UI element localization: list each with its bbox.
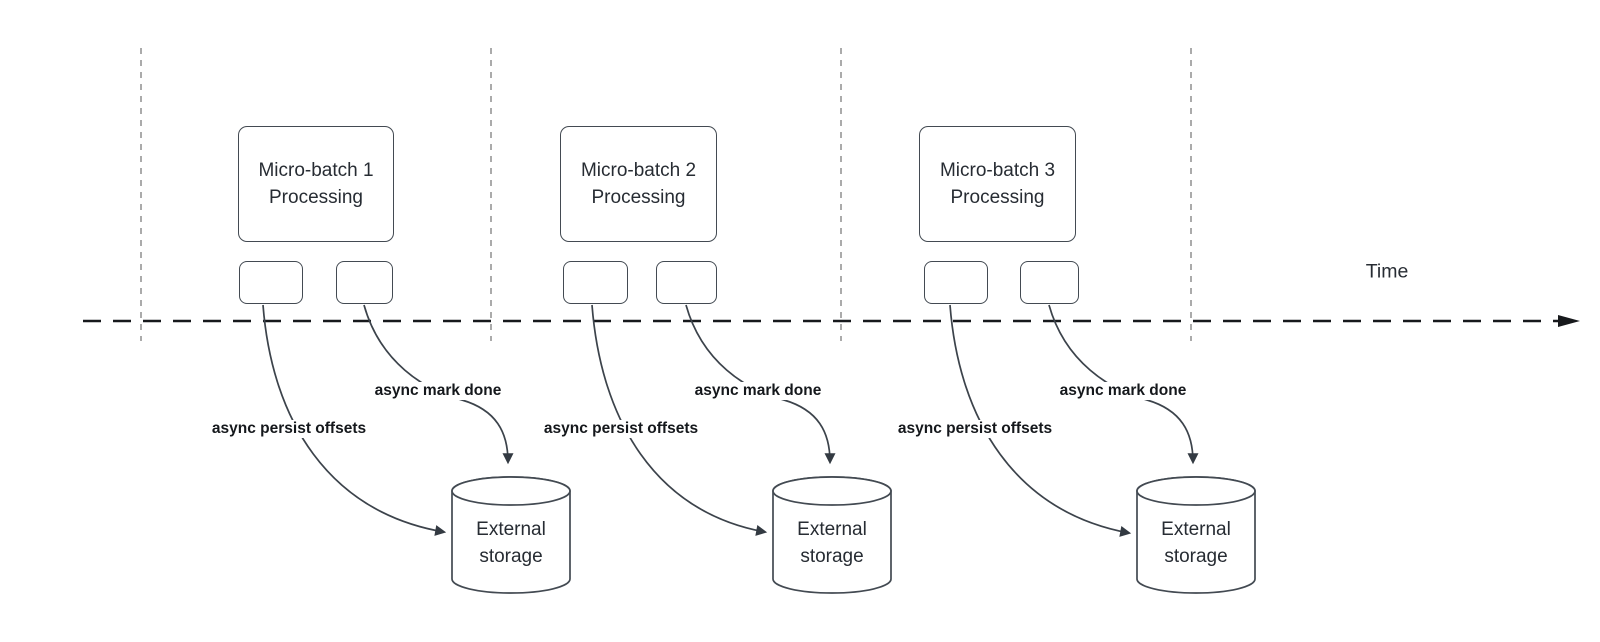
mark-done-label-2: async mark done <box>691 382 825 400</box>
external-storage-cylinder-2 <box>772 476 892 594</box>
offset-commit-box-3 <box>924 261 988 304</box>
micro-batch-3-processing-label: Micro-batch 3 Processing <box>939 160 1056 208</box>
external-storage-label-1: External storage <box>476 519 546 567</box>
external-storage-cylinder-3 <box>1136 476 1256 594</box>
mark-done-box-2 <box>656 261 717 304</box>
external-storage-label-2: External storage <box>797 519 867 567</box>
persist-offsets-arrow-2 <box>591 304 768 536</box>
timeline-arrowhead-icon <box>1558 315 1580 327</box>
mark-done-label-3: async mark done <box>1056 382 1190 400</box>
persist-offsets-arrow-1 <box>262 304 447 536</box>
micro-batch-2-processing-label: Micro-batch 2 Processing <box>580 160 697 208</box>
micro-batch-3-processing-box: Micro-batch 3 Processing <box>919 126 1076 242</box>
mark-done-box-3 <box>1020 261 1079 304</box>
micro-batch-2-processing-box: Micro-batch 2 Processing <box>560 126 717 242</box>
mark-done-label-1: async mark done <box>371 382 505 400</box>
micro-batch-1-processing-box: Micro-batch 1 Processing <box>238 126 394 242</box>
persist-offsets-label-2: async persist offsets <box>540 420 702 438</box>
offset-commit-box-1 <box>239 261 303 304</box>
persist-offsets-label-3: async persist offsets <box>894 420 1056 438</box>
persist-offsets-label-1: async persist offsets <box>208 420 370 438</box>
mark-done-box-1 <box>336 261 393 304</box>
time-axis-label: Time <box>1365 260 1409 283</box>
external-storage-label-3: External storage <box>1161 519 1231 567</box>
persist-offsets-arrow-3 <box>949 304 1132 537</box>
offset-commit-box-2 <box>563 261 628 304</box>
micro-batch-1-processing-label: Micro-batch 1 Processing <box>258 160 374 208</box>
external-storage-cylinder-1 <box>451 476 571 594</box>
